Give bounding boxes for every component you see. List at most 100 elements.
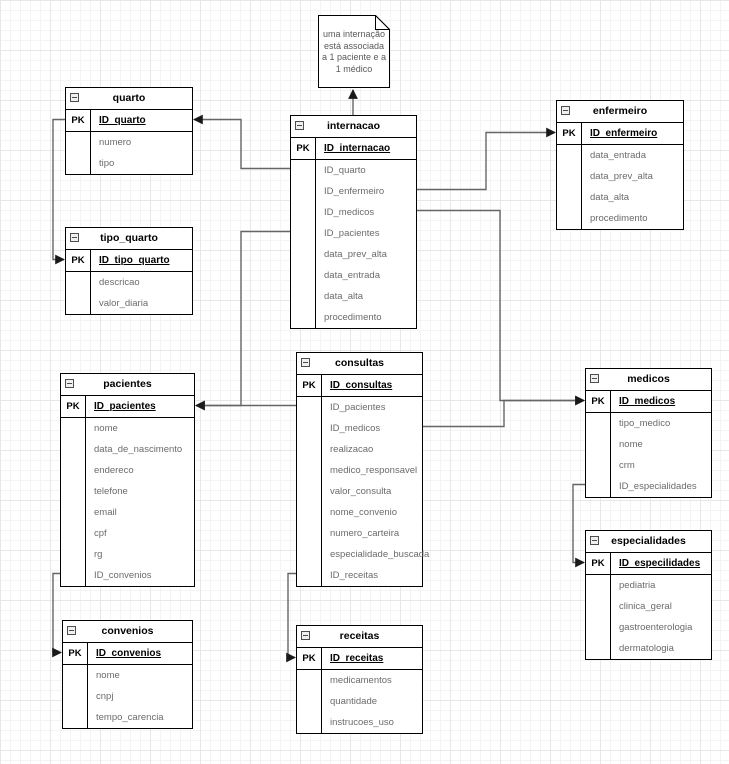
field-row[interactable]: rg (61, 544, 194, 565)
field-row[interactable]: telefone (61, 481, 194, 502)
field-row[interactable]: procedimento (291, 307, 416, 328)
connector-internacao-to-enfermeiro[interactable] (417, 127, 556, 191)
field-row[interactable]: data_de_nascimento (61, 439, 194, 460)
field-row[interactable]: data_prev_alta (291, 244, 416, 265)
entity-title-bar[interactable]: quarto (66, 88, 192, 110)
field-row[interactable]: nome_convenio (297, 502, 422, 523)
field-row[interactable]: tipo (66, 153, 192, 174)
field-row[interactable]: tempo_carencia (63, 707, 192, 728)
field-row[interactable]: ID_convenios (61, 565, 194, 586)
field-row[interactable]: nome (63, 665, 192, 686)
field-row[interactable]: gastroenterologia (586, 617, 711, 638)
field-row[interactable]: valor_diaria (66, 293, 192, 314)
field-name: tipo (99, 158, 115, 169)
field-row[interactable]: instrucoes_uso (297, 712, 422, 733)
entity-title-bar[interactable]: medicos (586, 369, 711, 391)
entity-title-bar[interactable]: convenios (63, 621, 192, 643)
entity-title-bar[interactable]: pacientes (61, 374, 194, 396)
collapse-minus-icon[interactable] (70, 233, 79, 242)
field-row[interactable]: ID_enfermeiro (291, 181, 416, 202)
collapse-minus-icon[interactable] (65, 379, 74, 388)
field-row[interactable]: ID_receitas (297, 565, 422, 586)
collapse-minus-icon[interactable] (295, 121, 304, 130)
field-row[interactable]: data_alta (291, 286, 416, 307)
field-row[interactable]: crm (586, 455, 711, 476)
field-row[interactable]: nome (586, 434, 711, 455)
collapse-minus-icon[interactable] (590, 536, 599, 545)
field-row[interactable]: medicamentos (297, 670, 422, 691)
minus-glyph (303, 635, 308, 636)
field-row[interactable]: procedimento (557, 208, 683, 229)
field-row[interactable]: email (61, 502, 194, 523)
field-row[interactable]: descricao (66, 272, 192, 293)
entity-title-bar[interactable]: tipo_quarto (66, 228, 192, 250)
field-row[interactable]: dermatologia (586, 638, 711, 659)
field-row[interactable]: ID_pacientes (291, 223, 416, 244)
field-row[interactable]: clinica_geral (586, 596, 711, 617)
connector-internacao-to-pacientes[interactable] (195, 230, 290, 411)
field-row[interactable]: pediatria (586, 575, 711, 596)
connector-medicos-to-especialidades[interactable] (572, 483, 585, 568)
field-row[interactable]: ID_quarto (291, 160, 416, 181)
field-row[interactable]: numero_carteira (297, 523, 422, 544)
field-row[interactable]: ID_medicos (297, 418, 422, 439)
field-row[interactable]: data_prev_alta (557, 166, 683, 187)
connector-internacao-to-quarto[interactable] (193, 114, 290, 170)
entity-title-bar[interactable]: especialidades (586, 531, 711, 553)
field-row[interactable]: valor_consulta (297, 481, 422, 502)
collapse-minus-icon[interactable] (561, 106, 570, 115)
field-row[interactable]: data_entrada (291, 265, 416, 286)
connector-consultas-to-receitas[interactable] (286, 572, 296, 663)
field-row[interactable]: data_entrada (557, 145, 683, 166)
field-row[interactable]: ID_pacientes (297, 397, 422, 418)
collapse-minus-icon[interactable] (590, 374, 599, 383)
connector-internacao-to-medicos[interactable] (417, 209, 585, 406)
field-row[interactable]: cpf (61, 523, 194, 544)
field-row[interactable]: numero (66, 132, 192, 153)
collapse-minus-icon[interactable] (301, 358, 310, 367)
collapse-minus-icon[interactable] (301, 631, 310, 640)
note-shape[interactable]: uma internação está associada a 1 pacien… (318, 15, 390, 88)
field-row[interactable]: cnpj (63, 686, 192, 707)
entity-title-bar[interactable]: receitas (297, 626, 422, 648)
field-row[interactable]: ID_especialidades (586, 476, 711, 497)
field-row[interactable]: tipo_medico (586, 413, 711, 434)
connector-quarto-to-tipo_quarto[interactable] (52, 118, 65, 265)
field-row[interactable]: quantidade (297, 691, 422, 712)
field-row[interactable]: medico_responsavel (297, 460, 422, 481)
field-row[interactable]: realizacao (297, 439, 422, 460)
collapse-minus-icon[interactable] (67, 626, 76, 635)
connector-consultas-to-medicos[interactable] (423, 395, 585, 428)
field-row[interactable]: especialidade_buscada (297, 544, 429, 565)
field-row[interactable]: endereco (61, 460, 194, 481)
field-row[interactable]: data_alta (557, 187, 683, 208)
collapse-minus-icon[interactable] (70, 93, 79, 102)
field-row[interactable]: ID_medicos (291, 202, 416, 223)
field-row[interactable]: nome (61, 418, 194, 439)
entity-title-bar[interactable]: internacao (291, 116, 416, 138)
entity-title-bar[interactable]: enfermeiro (557, 101, 683, 123)
entity-title-bar[interactable]: consultas (297, 353, 422, 375)
connector-pacientes-to-convenios[interactable] (52, 572, 62, 658)
